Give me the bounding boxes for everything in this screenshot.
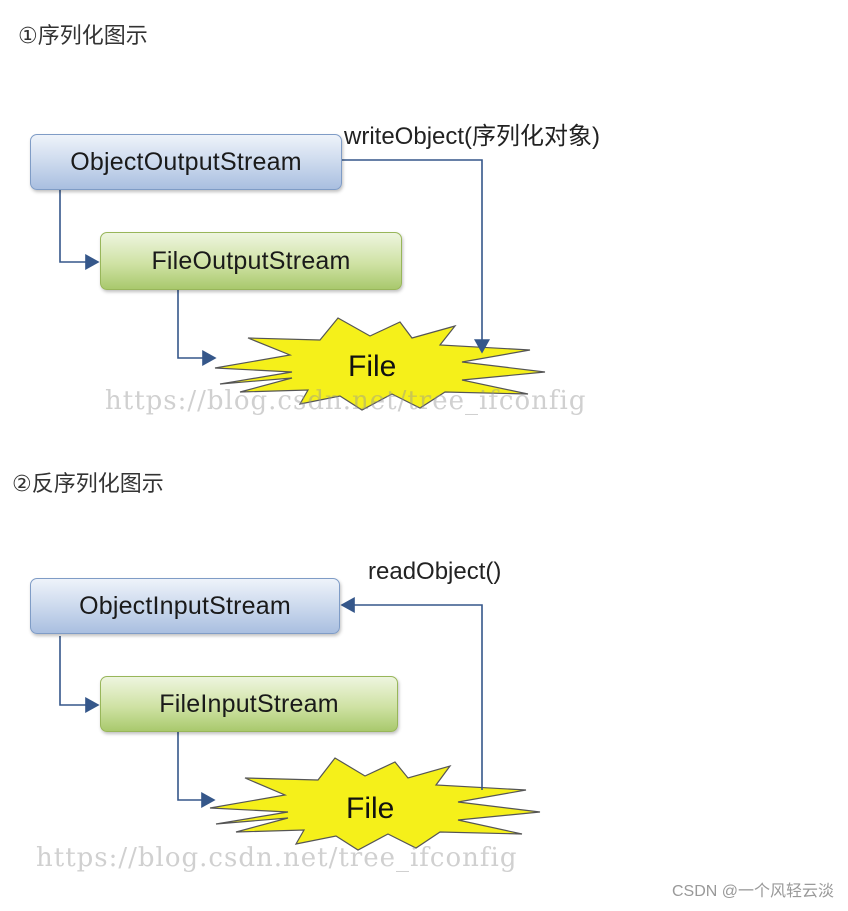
connector-writeobject xyxy=(340,159,490,354)
connector-ois-to-fis xyxy=(59,636,100,713)
serialization-diagram: ObjectOutputStream FileOutputStream writ… xyxy=(0,0,848,440)
connector-fis-to-file xyxy=(177,732,216,808)
file-input-stream-box: FileInputStream xyxy=(100,676,398,732)
csdn-author-watermark: CSDN @一个风轻云淡 xyxy=(671,883,834,900)
connector-fos-to-file xyxy=(177,290,217,366)
connector-oos-to-fos xyxy=(59,190,100,270)
file-burst-shape xyxy=(214,317,546,411)
read-object-label: readObject() xyxy=(368,558,502,585)
watermark-text: https://blog.csdn.net/tree_ifconfig xyxy=(105,386,587,416)
object-input-stream-box: ObjectInputStream xyxy=(30,578,340,634)
write-object-label: writeObject(序列化对象) xyxy=(344,123,601,150)
file-output-stream-box: FileOutputStream xyxy=(100,232,402,290)
file-label: File xyxy=(346,792,395,825)
watermark-text: https://blog.csdn.net/tree_ifconfig xyxy=(36,843,518,873)
serialization-connectors xyxy=(59,159,546,411)
object-output-stream-box: ObjectOutputStream xyxy=(30,134,342,190)
serialization-heading: ①序列化图示 xyxy=(18,24,148,49)
file-label: File xyxy=(348,350,397,383)
file-burst-shape xyxy=(209,757,541,851)
connector-readobject xyxy=(340,597,483,790)
deserialization-heading: ②反序列化图示 xyxy=(12,472,164,497)
